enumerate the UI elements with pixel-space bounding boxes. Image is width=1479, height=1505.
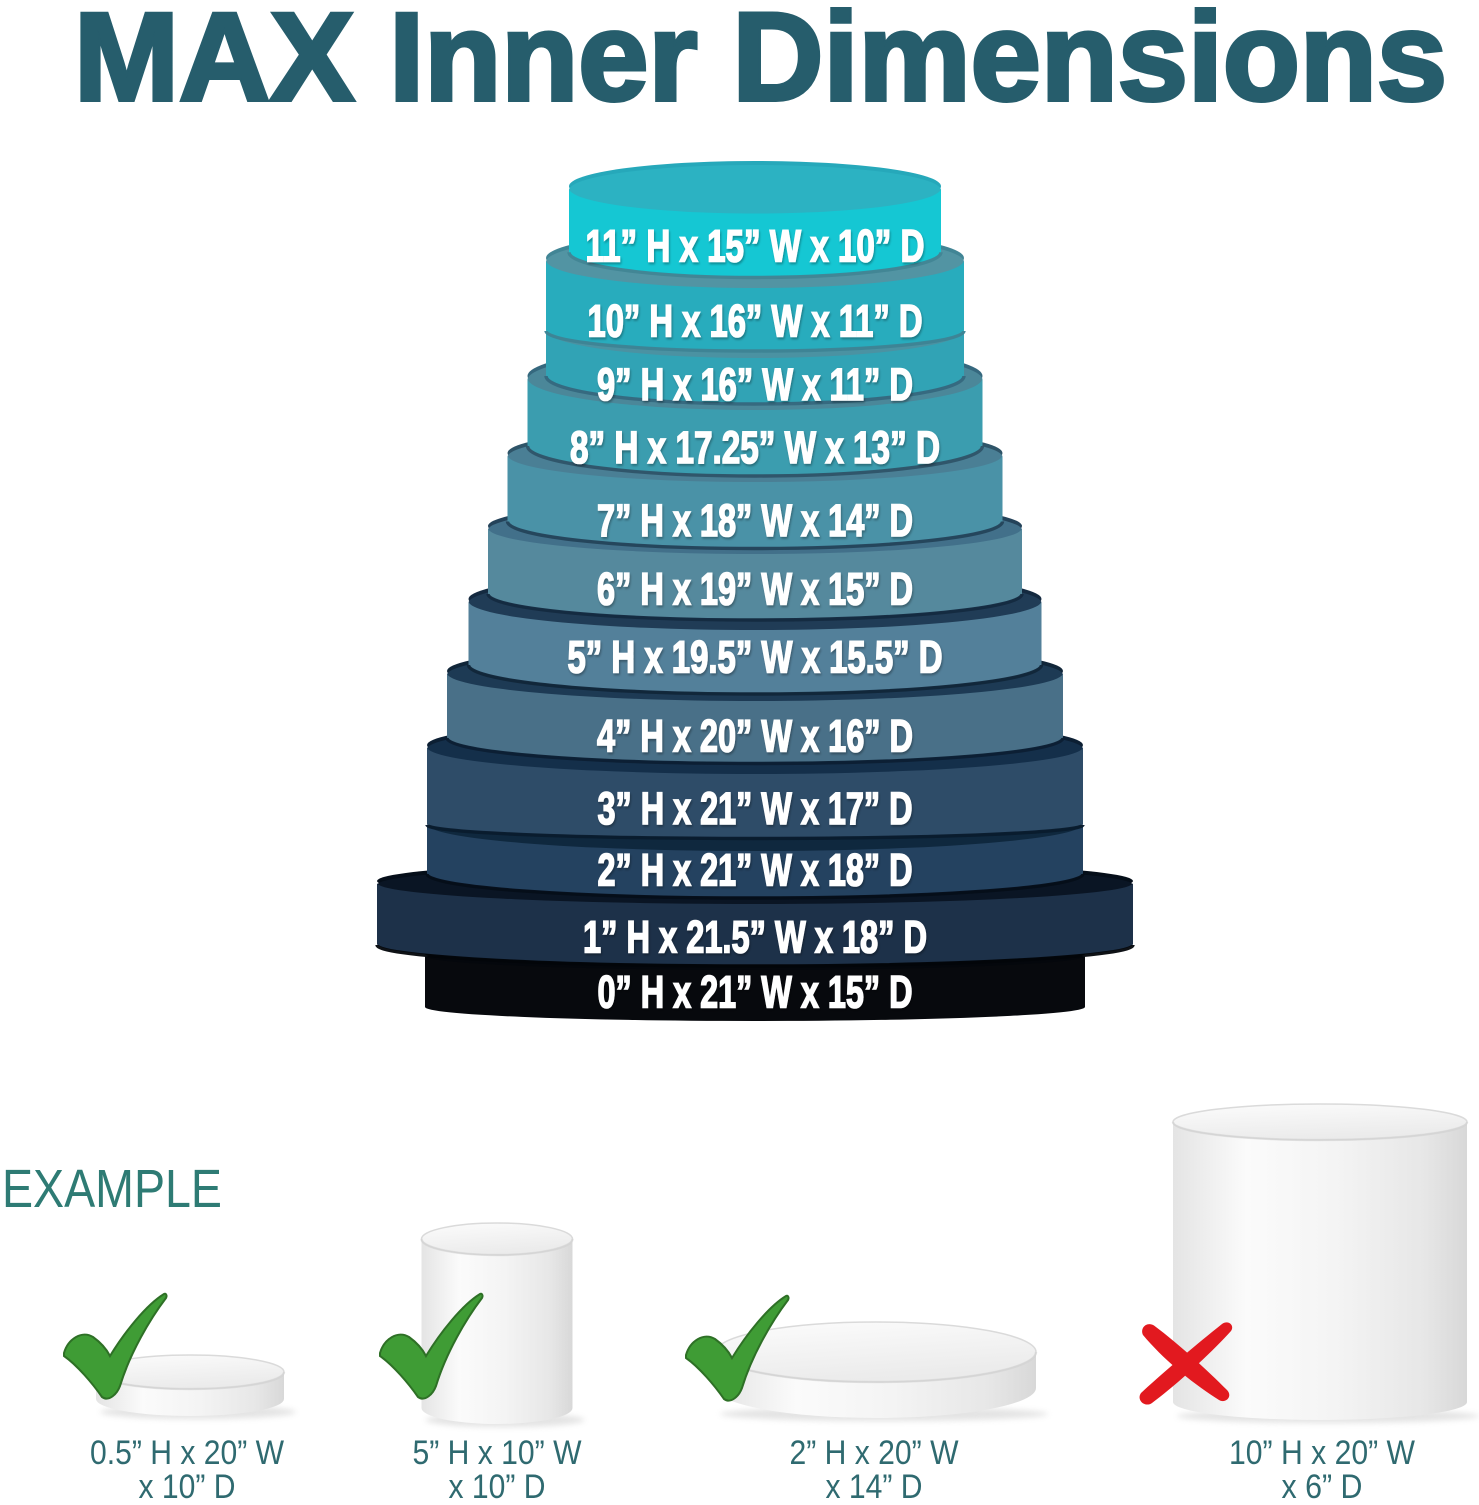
svg-text:x 10” D: x 10” D [449, 1468, 546, 1500]
svg-text:3” H x 21” W x 17” D: 3” H x 21” W x 17” D [598, 783, 913, 834]
svg-text:9” H x 16” W x 11” D: 9” H x 16” W x 11” D [597, 359, 913, 410]
svg-text:MAX Inner Dimensions: MAX Inner Dimensions [74, 0, 1447, 127]
svg-text:5” H x 19.5” W x 15.5” D: 5” H x 19.5” W x 15.5” D [568, 632, 943, 683]
svg-text:2” H x 21” W x 18” D: 2” H x 21” W x 18” D [598, 845, 913, 896]
svg-text:7” H x 18” W x 14” D: 7” H x 18” W x 14” D [597, 495, 913, 546]
svg-text:4” H x 20” W x 16” D: 4” H x 20” W x 16” D [597, 711, 913, 762]
svg-text:11” H x 15” W x 10” D: 11” H x 15” W x 10” D [586, 221, 925, 272]
svg-text:EXAMPLE: EXAMPLE [2, 1160, 222, 1219]
svg-text:10” H x 16” W x 11” D: 10” H x 16” W x 11” D [588, 296, 923, 347]
svg-text:2” H x 20” W: 2” H x 20” W [790, 1434, 959, 1472]
svg-text:x 6” D: x 6” D [1282, 1468, 1363, 1500]
svg-text:5” H x 10” W: 5” H x 10” W [413, 1434, 582, 1472]
svg-text:10” H x 20” W: 10” H x 20” W [1229, 1434, 1415, 1472]
svg-text:8” H x 17.25” W x 13” D: 8” H x 17.25” W x 13” D [570, 422, 940, 473]
svg-text:x 14” D: x 14” D [826, 1468, 923, 1500]
svg-text:0.5” H x 20” W: 0.5” H x 20” W [90, 1434, 284, 1472]
svg-text:6” H x 19” W x 15” D: 6” H x 19” W x 15” D [597, 564, 913, 615]
svg-text:1” H x 21.5” W x 18” D: 1” H x 21.5” W x 18” D [583, 912, 927, 963]
svg-text:x 10” D: x 10” D [139, 1468, 236, 1500]
svg-text:0” H x 21” W x 15” D: 0” H x 21” W x 15” D [598, 967, 913, 1018]
